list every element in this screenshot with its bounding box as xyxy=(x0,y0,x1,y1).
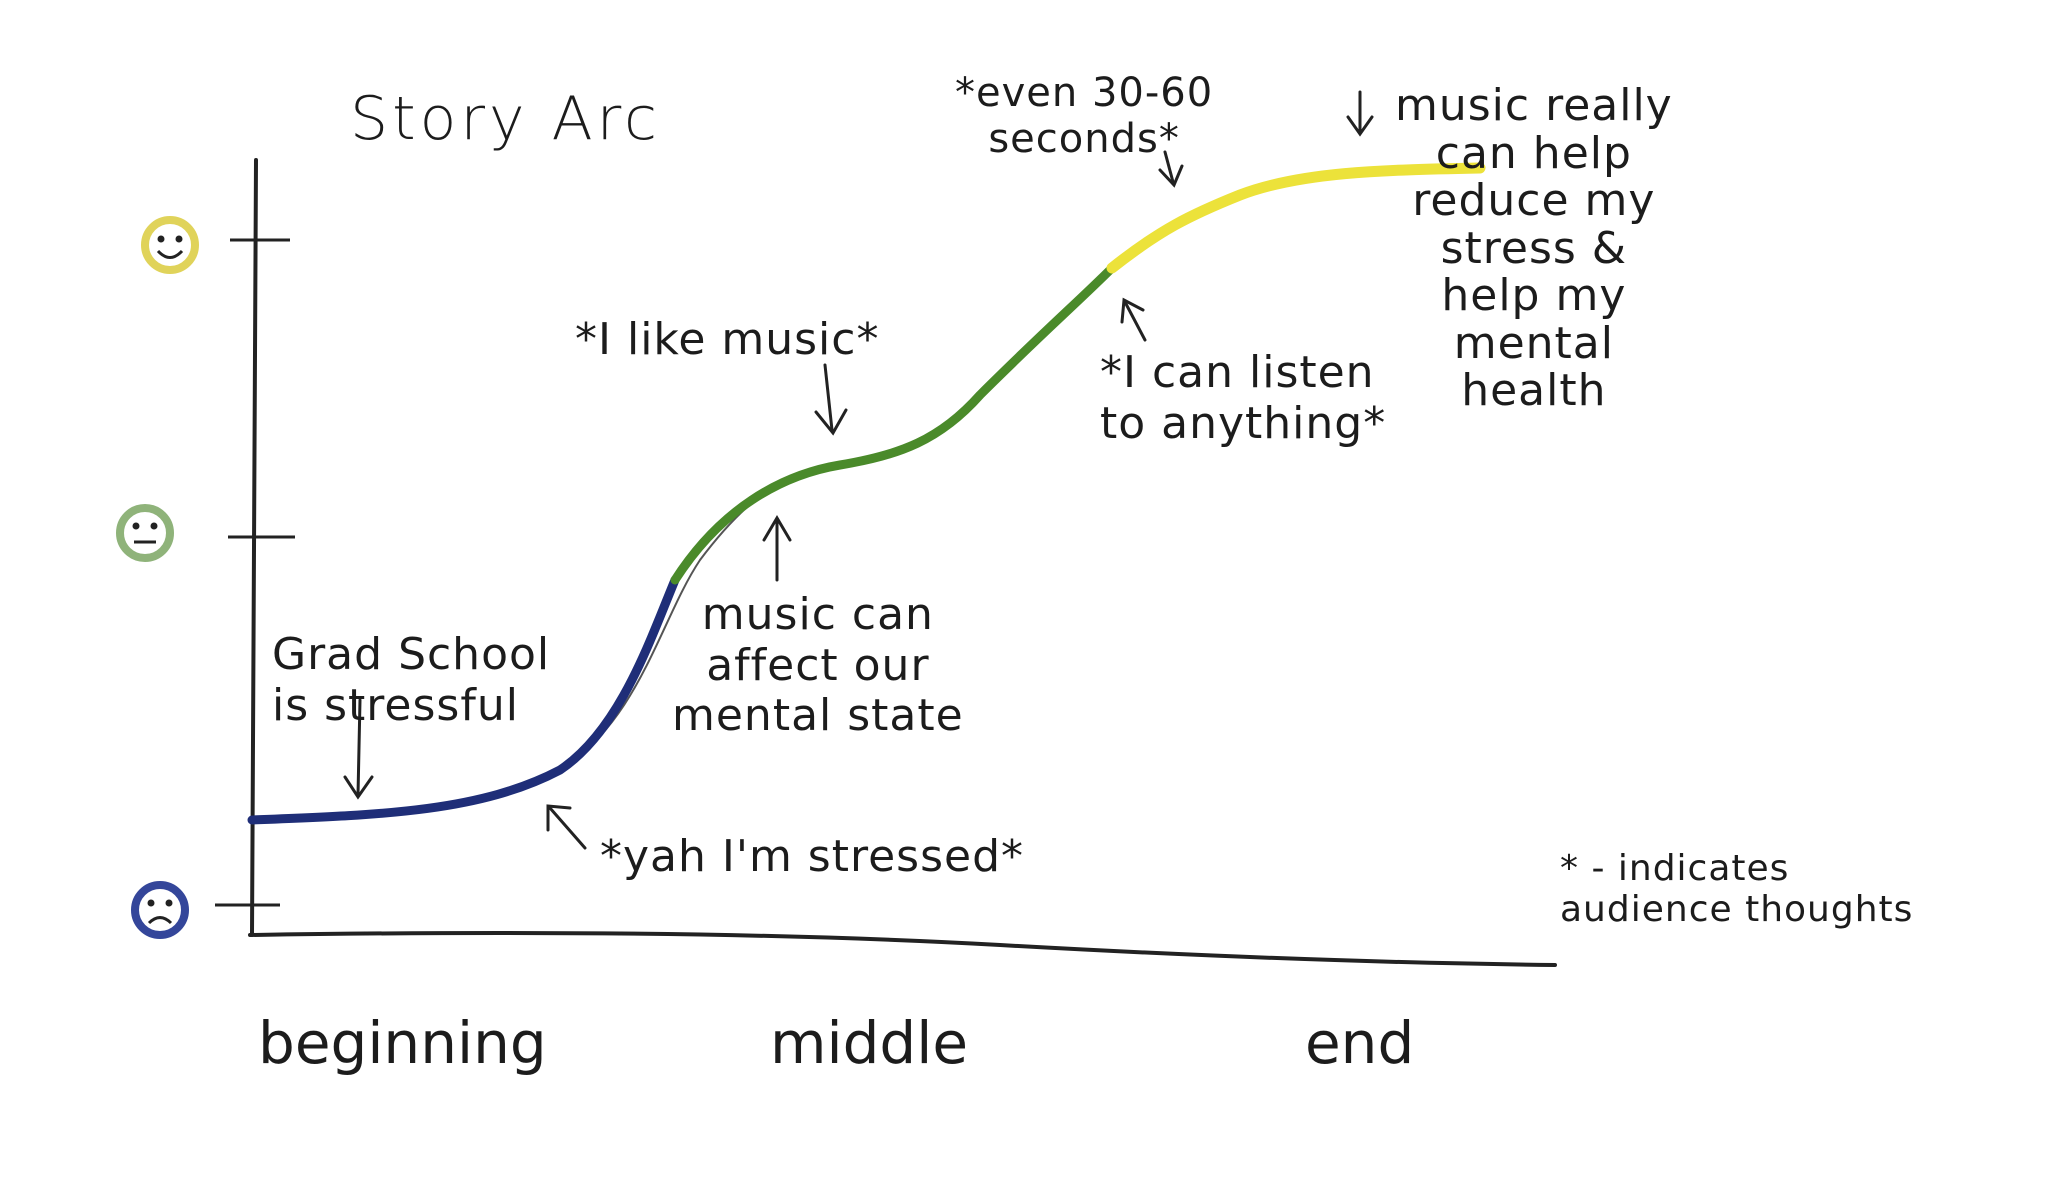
arrow-even-seconds xyxy=(1158,150,1184,188)
y-axis xyxy=(250,158,258,937)
arrow-listen-anything xyxy=(1120,297,1147,342)
legend-note: * - indicates audience thoughts xyxy=(1560,848,1914,931)
sad-face-icon xyxy=(131,881,189,939)
annotation-listen-anything: *I can listen to anything* xyxy=(1100,347,1387,449)
annotation-yah-stressed: *yah I'm stressed* xyxy=(600,831,1025,882)
annotation-even-seconds: *even 30-60 seconds* xyxy=(955,70,1214,162)
happy-face-icon xyxy=(141,216,199,274)
neutral-face-icon xyxy=(116,504,174,562)
arrow-like-music xyxy=(814,363,848,436)
arc-segment-middle xyxy=(670,263,1117,585)
annotation-music-affect: music can affect our mental state xyxy=(672,589,964,742)
arrow-grad-school xyxy=(343,698,374,800)
arrow-yah-stressed xyxy=(546,804,587,850)
arc-segment-beginning xyxy=(247,575,680,825)
diagram-title: Story Arc xyxy=(350,84,661,154)
x-label-middle: middle xyxy=(770,1009,969,1077)
arrow-music-affect xyxy=(762,515,792,582)
arc-segment-end xyxy=(1106,162,1486,274)
annotation-like-music: *I like music* xyxy=(575,314,880,365)
x-axis xyxy=(248,930,1557,967)
x-label-end: end xyxy=(1305,1009,1415,1077)
x-label-beginning: beginning xyxy=(258,1009,547,1077)
arrow-music-really xyxy=(1346,90,1374,137)
annotation-music-really: music really can help reduce my stress &… xyxy=(1395,80,1673,417)
annotation-grad-school: Grad School is stressful xyxy=(272,629,551,731)
